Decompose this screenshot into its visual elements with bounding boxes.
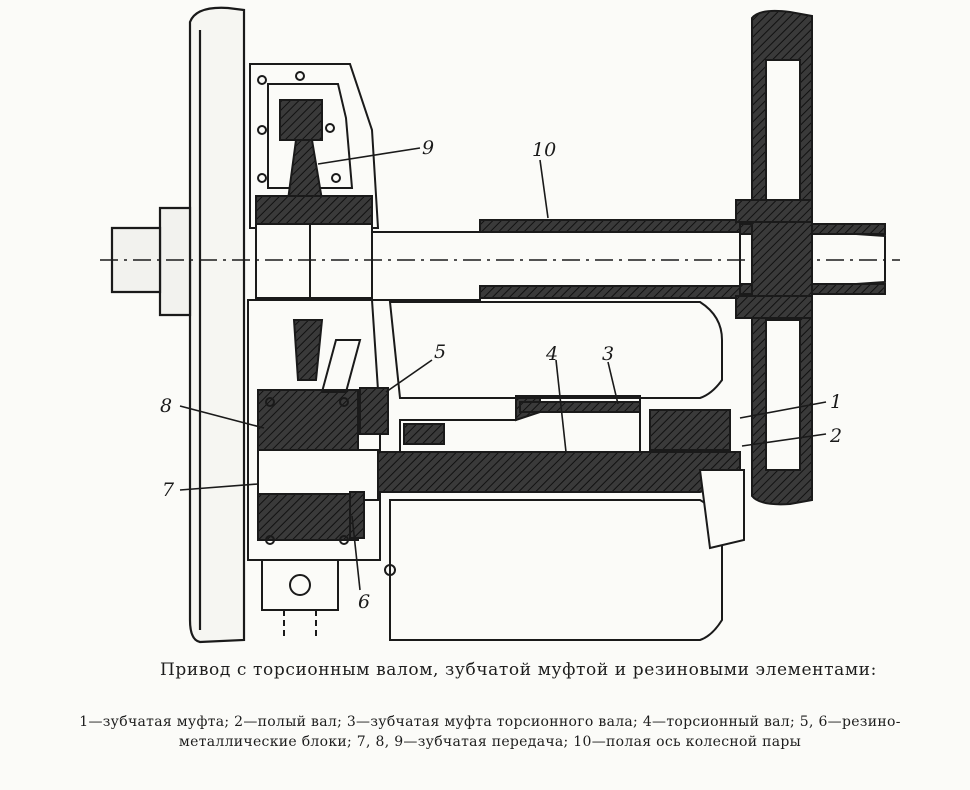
suspension-link (261, 559, 339, 640)
torsion-shaft-4 (377, 395, 741, 493)
callout-2: 2 (829, 425, 842, 447)
rubber-metal-block-5 (359, 387, 389, 435)
figure-caption-legend: 1—зубчатая муфта; 2—полый вал; 3—зубчата… (79, 714, 901, 750)
drive-cross-section-drawing: 9 10 5 4 3 8 7 6 1 2 (100, 6, 900, 644)
callout-1: 1 (830, 391, 842, 413)
callout-4: 4 (545, 343, 558, 365)
right-wheel (735, 9, 813, 506)
callout-3: 3 (602, 343, 614, 365)
leader-lines (179, 147, 827, 591)
callout-5: 5 (434, 341, 446, 363)
figure-caption-title: Привод с торсионным валом, зубчатой муфт… (160, 660, 877, 680)
callout-10: 10 (532, 139, 556, 161)
motor-frame (384, 301, 745, 641)
callout-9: 9 (422, 137, 434, 159)
left-wheel (110, 6, 246, 644)
rubber-metal-block-6 (349, 491, 365, 539)
callout-8: 8 (160, 395, 172, 417)
callout-7: 7 (162, 479, 175, 501)
upper-gear-housing (249, 63, 380, 229)
callout-6: 6 (358, 591, 370, 613)
